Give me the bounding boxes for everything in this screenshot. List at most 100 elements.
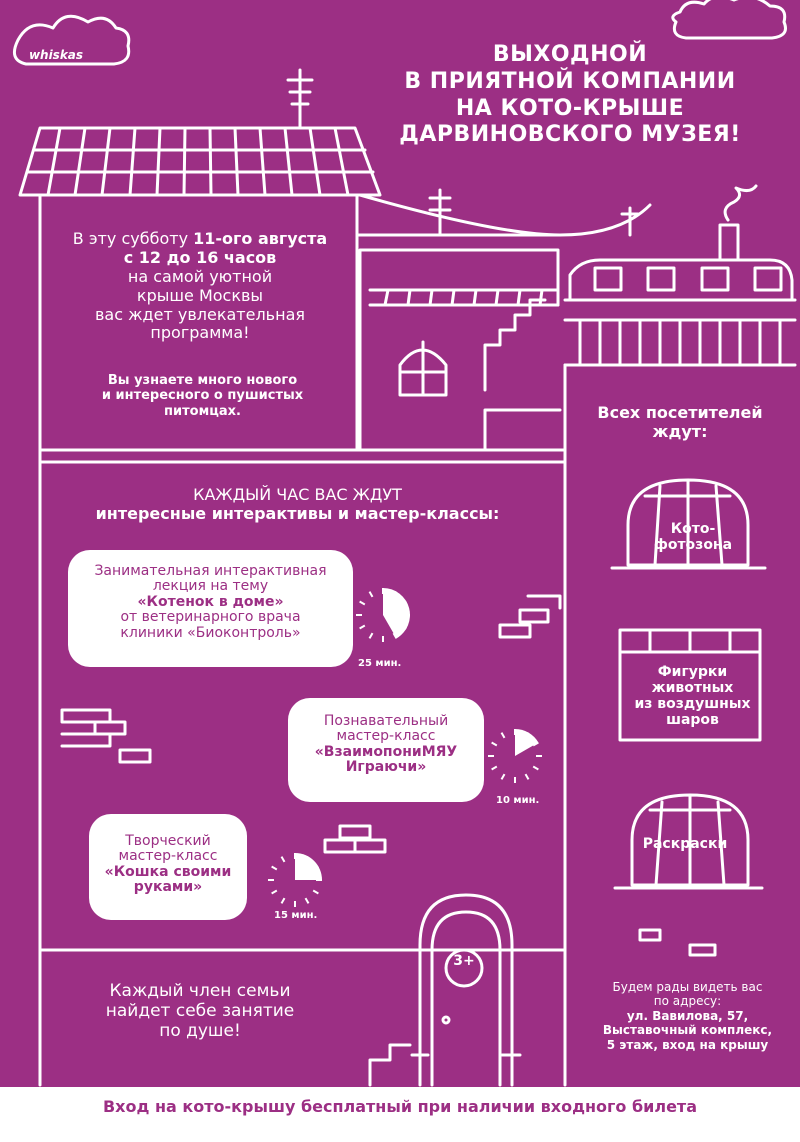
family-line: по душе! (159, 1021, 241, 1042)
family-text: Каждый член семьи найдет себе занятие по… (85, 981, 315, 1041)
title-line: ВЫХОДНОЙ (492, 42, 648, 67)
address-line: по адресу: (653, 994, 722, 1009)
right-roof (568, 258, 794, 302)
event-title: руками» (133, 879, 203, 896)
title-line: НА КОТО-КРЫШЕ (455, 95, 685, 121)
title-line: В ПРИЯТНОЙ КОМПАНИИ (404, 68, 736, 94)
age-badge: 3+ (453, 953, 475, 969)
whiskas-logo: whiskas (28, 48, 84, 62)
clock-wedge (383, 588, 410, 639)
intro-prefix: В эту субботу (72, 229, 194, 248)
attraction-line: Фигурки (657, 664, 728, 680)
coloring-icon (613, 793, 764, 890)
cloud-right (671, 0, 787, 40)
event-title: «Котенок в доме» (137, 593, 284, 610)
intro-sub-line: и интересного о пушистых (101, 388, 304, 404)
clock-tick (304, 897, 310, 904)
guests-heading: Всех посетителей ждут: (590, 403, 770, 442)
event-line: Занимательная интерактивная (94, 563, 327, 579)
address-line: ул. Вавилова, 57, (626, 1008, 749, 1023)
event-line: от ветеринарного врача (120, 609, 301, 626)
clock-tick (368, 591, 374, 598)
intro-text: В эту субботу 11-ого августа с 12 до 16 … (60, 229, 340, 343)
clock-wedge (295, 853, 322, 880)
antenna (286, 68, 314, 130)
event-line: Творческий (125, 833, 211, 849)
intro-sub-line: Вы узнаете много нового (107, 373, 298, 388)
guests-line: Всех посетителей (597, 403, 763, 422)
attraction-line: Кото- (670, 521, 716, 537)
clock-tick (524, 773, 530, 780)
clock-tick (359, 624, 366, 630)
address-block: Будем рады видеть вас по адресу: ул. Вав… (590, 980, 785, 1052)
event-line: лекция на тему (152, 578, 269, 595)
address-line: Будем рады видеть вас (612, 980, 763, 994)
event-card-lecture: Занимательная интерактивная лекция на те… (68, 550, 353, 667)
family-line: Каждый член семьи (109, 981, 291, 1001)
guests-line: ждут: (652, 421, 708, 441)
attraction-line: шаров (666, 712, 719, 729)
left-roof (18, 126, 382, 197)
intro-line: крыше Москвы (136, 285, 264, 305)
bricks-left (60, 708, 152, 764)
clock-tick (500, 773, 506, 780)
attraction-balloons: Фигурки животных из воздушных шаров (620, 664, 765, 728)
clock-tick (280, 856, 286, 863)
clock-tick (280, 897, 286, 904)
timer-clocks (268, 588, 542, 907)
attraction-line: Раскраски (642, 836, 728, 852)
age-badge-circle (444, 948, 484, 988)
event-title: «ВзаимопониМЯУ (314, 743, 458, 760)
event-line: Познавательный (323, 713, 449, 729)
event-duration: 10 мин. (496, 795, 540, 806)
event-duration: 25 мин. (358, 658, 402, 669)
intro-subtext: Вы узнаете много нового и интересного о … (75, 373, 330, 419)
attraction-coloring: Раскраски (625, 836, 745, 852)
clock-tick (359, 600, 366, 606)
event-title: Играючи» (345, 759, 427, 776)
clock-tick (491, 741, 498, 747)
intro-sub-line: питомцах. (164, 403, 241, 419)
bricks-lower (323, 824, 387, 854)
photo-zone-icon (610, 478, 767, 570)
clock-wedge (515, 729, 539, 756)
arched-door (418, 893, 514, 1087)
cloud-left (12, 14, 131, 66)
bricks-center (498, 594, 562, 639)
attraction-line: из воздушных (634, 696, 751, 713)
event-card-masterclass: Познавательный мастер-класс «ВзаимопониМ… (288, 698, 484, 802)
intro-date: 11-ого августа (193, 229, 328, 248)
attraction-photo-zone: Кото- фотозона (628, 521, 758, 553)
clock-tick (368, 632, 374, 639)
clock-tick (491, 765, 498, 771)
hourly-heading: КАЖДЫЙ ЧАС ВАС ЖДУТ интересные интеракти… (60, 485, 535, 524)
title-line: ДАРВИНОВСКОГО МУЗЕЯ! (399, 122, 741, 148)
clock-tick (271, 865, 278, 871)
event-duration: 15 мин. (274, 910, 318, 921)
attraction-line: фотозона (653, 537, 733, 554)
address-line: Выставочный комплекс, (602, 1023, 773, 1038)
event-title: «Кошка своими (104, 863, 232, 880)
intro-line: на самой уютной (127, 266, 273, 286)
event-line: клиники «Биоконтроль» (120, 624, 301, 641)
clock-tick (532, 765, 539, 771)
address-line: 5 этаж, вход на крышу (606, 1037, 769, 1052)
intro-hours: с 12 до 16 часов (123, 247, 277, 267)
event-line: мастер-класс (118, 848, 218, 865)
attraction-line: животных (651, 680, 734, 697)
clock-tick (500, 732, 506, 739)
event-card-creative: Творческий мастер-класс «Кошка своими ру… (89, 814, 247, 920)
footer-text: Вход на кото-крышу бесплатный при наличи… (102, 1097, 697, 1116)
intro-line: вас ждет увлекательная (95, 304, 305, 324)
family-line: найдет себе занятие (105, 1001, 295, 1022)
intro-line: программа! (150, 323, 250, 343)
hourly-line-2: интересные интерактивы и мастер-классы: (95, 503, 500, 523)
footer-bar (0, 1087, 800, 1142)
page-title: ВЫХОДНОЙ В ПРИЯТНОЙ КОМПАНИИ НА КОТО-КРЫ… (395, 42, 745, 149)
clock-tick (271, 889, 278, 895)
hourly-line-1: КАЖДЫЙ ЧАС ВАС ЖДУТ (193, 485, 402, 504)
clock-tick (312, 889, 319, 895)
arched-window (398, 340, 448, 397)
